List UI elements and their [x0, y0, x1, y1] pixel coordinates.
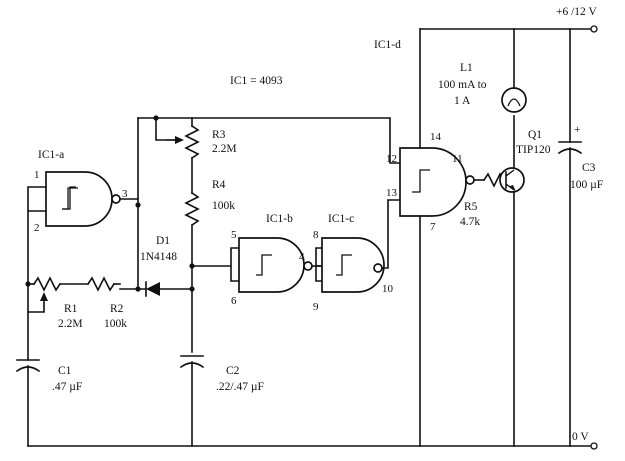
- r2-value: 100k: [104, 318, 127, 330]
- capacitor-c3: [557, 28, 583, 447]
- ic-type-note: IC1 = 4093: [230, 75, 283, 87]
- transistor-q1: [499, 167, 525, 193]
- ground-rail: [27, 442, 598, 450]
- diode-d1: [119, 281, 193, 297]
- nand-gate-ic1-a: [45, 171, 121, 227]
- c2-value: .22/.47 µF: [216, 381, 264, 393]
- c1-ref: C1: [58, 365, 72, 377]
- pin-label: 5: [231, 229, 237, 241]
- nand-gate-ic1-b: [238, 237, 313, 293]
- capacitor-c1: [15, 311, 41, 447]
- r3-value: 2.2M: [212, 143, 237, 155]
- q1-value: TIP120: [516, 144, 551, 156]
- q1-ref: Q1: [528, 129, 542, 141]
- r4-value: 100k: [212, 200, 235, 212]
- pin-label: 11: [452, 153, 463, 165]
- pin-label: 2: [34, 222, 40, 234]
- r2-ref: R2: [110, 303, 124, 315]
- pin-label: 10: [382, 283, 394, 295]
- gate-d-label: IC1-d: [374, 39, 401, 51]
- nand-gate-ic1-c: [321, 237, 385, 293]
- c3-polarity: +: [574, 124, 581, 136]
- pin-label: 7: [430, 221, 436, 233]
- lamp-l1: [501, 87, 527, 113]
- r1-ref: R1: [64, 303, 78, 315]
- positive-rail: [419, 25, 598, 33]
- pin-label: 9: [313, 301, 319, 313]
- r5-value: 4.7k: [460, 216, 480, 228]
- pin-label: 1: [34, 169, 40, 181]
- d1-ref: D1: [156, 235, 170, 247]
- pin-label: 13: [386, 187, 398, 199]
- r5-ref: R5: [464, 201, 478, 213]
- d1-value: 1N4148: [140, 251, 177, 263]
- nand-gate-ic1-d: [399, 147, 475, 217]
- r4-ref: R4: [212, 179, 226, 191]
- gate-b-label: IC1-b: [266, 213, 293, 225]
- c1-value: .47 µF: [52, 381, 82, 393]
- capacitor-c2: [179, 355, 205, 447]
- l1-ref: L1: [460, 62, 473, 74]
- r3-ref: R3: [212, 129, 226, 141]
- c3-ref: C3: [582, 162, 596, 174]
- l1-value-line2: 1 A: [454, 95, 471, 107]
- supply-positive-label: +6 /12 V: [556, 6, 597, 18]
- c2-ref: C2: [226, 365, 240, 377]
- c3-value: 100 µF: [570, 179, 603, 191]
- pin-label: 14: [430, 131, 442, 143]
- r1-value: 2.2M: [58, 318, 83, 330]
- pin-label: 12: [386, 153, 397, 165]
- l1-value-line1: 100 mA to: [438, 79, 487, 91]
- pin-label: 3: [122, 188, 128, 200]
- pin-label: 6: [231, 295, 237, 307]
- gate-c-label: IC1-c: [328, 213, 354, 225]
- gate-a-label: IC1-a: [38, 149, 64, 161]
- supply-ground-label: 0 V: [572, 431, 589, 443]
- pin-label: 4: [299, 251, 305, 263]
- pin-label: 8: [313, 229, 319, 241]
